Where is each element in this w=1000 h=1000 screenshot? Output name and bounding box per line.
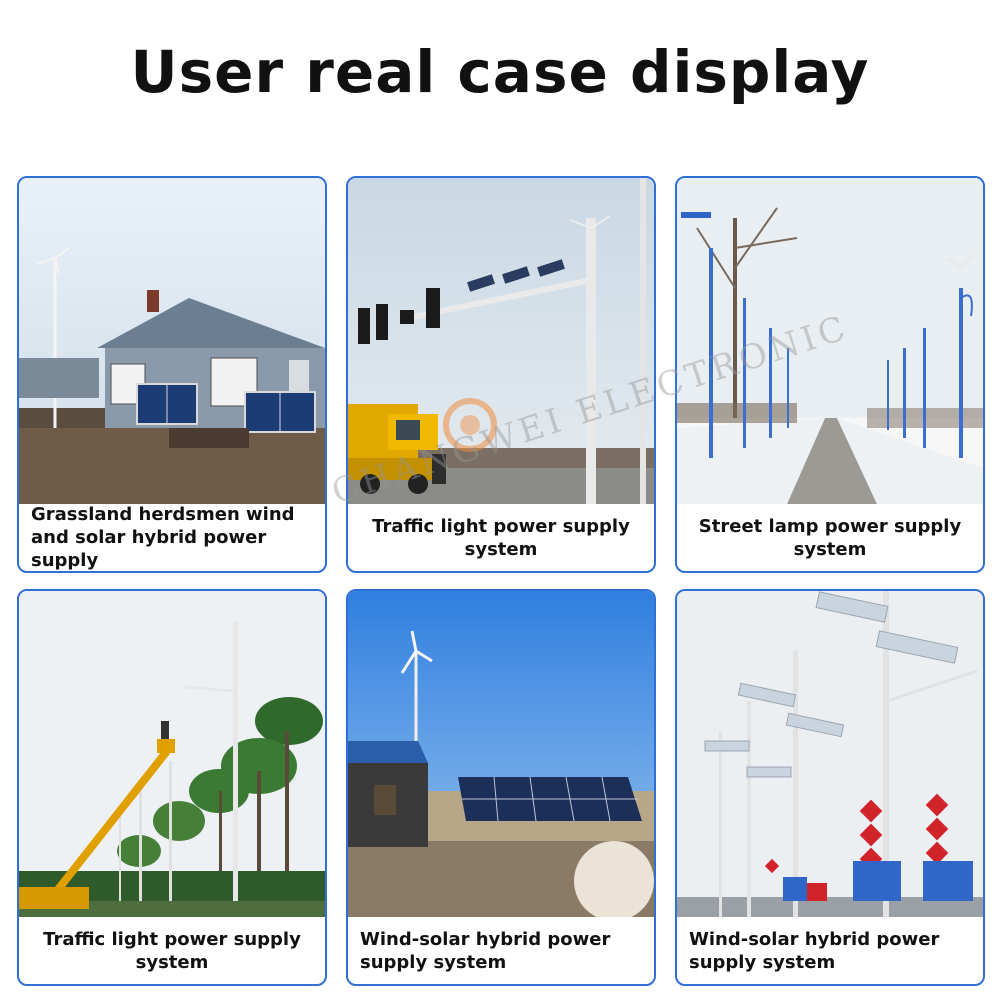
case-card-traffic-light-2[interactable]: Traffic light power supply system [17, 589, 327, 986]
case-card-traffic-light-1[interactable]: Traffic light power supply system [346, 176, 656, 573]
case-card-street-lamp[interactable]: Street lamp power supply system [675, 176, 985, 573]
page-title: User real case display [130, 38, 870, 106]
case-card-grassland[interactable]: Grassland herdsmen wind and solar hybrid… [17, 176, 327, 573]
case-caption: Wind-solar hybrid power supply system [360, 928, 611, 973]
case-card-wind-solar-1[interactable]: Wind-solar hybrid power supply system [346, 589, 656, 986]
case-photo-traffic-light-pole [348, 178, 654, 504]
watermark-logo-icon [443, 398, 497, 452]
case-photo-wind-turbine-solar-array [348, 591, 654, 917]
case-photo-solar-street-lamps [677, 591, 983, 917]
case-caption: Traffic light power supply system [43, 928, 301, 973]
case-photo-street-lamps-snow [677, 178, 983, 504]
case-card-wind-solar-2[interactable]: Wind-solar hybrid power supply system [675, 589, 985, 986]
case-caption: Grassland herdsmen wind and solar hybrid… [31, 504, 295, 571]
case-photo-grassland-house [19, 178, 325, 504]
case-photo-crane-lamp-trees [19, 591, 325, 917]
case-caption: Wind-solar hybrid power supply system [689, 928, 940, 973]
case-caption: Traffic light power supply system [372, 515, 630, 560]
case-caption: Street lamp power supply system [698, 515, 962, 560]
